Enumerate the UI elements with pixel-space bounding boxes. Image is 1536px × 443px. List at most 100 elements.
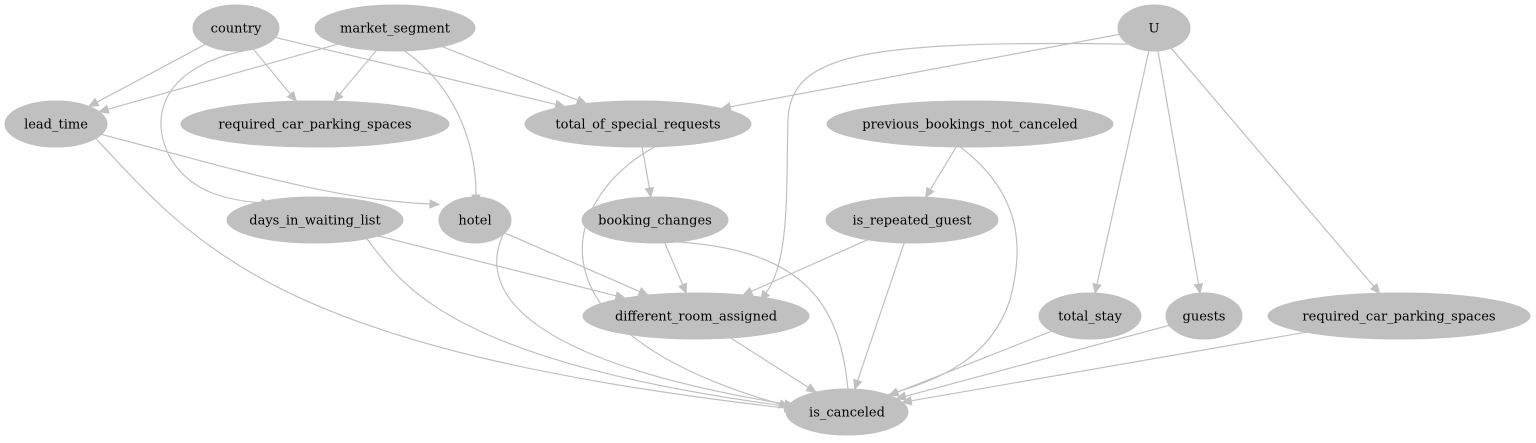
node-shape <box>1038 292 1142 340</box>
node-U[interactable]: U <box>1117 4 1191 52</box>
edge-line <box>504 232 641 293</box>
node-label: total_of_special_requests <box>555 118 720 133</box>
node-shape <box>314 4 476 52</box>
edge-country-to-required_car_parking_spaces_a <box>252 48 298 103</box>
node-label: market_segment <box>340 22 451 37</box>
node-label: guests <box>1183 310 1226 325</box>
edge-market_segment-to-total_of_special_requests <box>441 46 588 105</box>
edge-line <box>929 146 957 190</box>
edge-U-to-total_of_special_requests <box>720 33 1120 112</box>
node-label: is_canceled <box>809 406 885 421</box>
arrowhead-icon <box>286 90 298 103</box>
edge-different_room_assigned-to-is_canceled <box>730 337 817 393</box>
node-is_canceled[interactable]: is_canceled <box>785 388 909 436</box>
node-shape <box>192 4 280 52</box>
node-label: country <box>211 22 262 37</box>
node-label: different_room_assigned <box>615 310 777 325</box>
edge-line <box>879 146 1018 398</box>
edge-line <box>730 337 809 388</box>
node-label: booking_changes <box>598 214 712 229</box>
edge-line <box>664 242 684 286</box>
edge-line <box>730 33 1120 108</box>
node-label: U <box>1149 22 1160 37</box>
arrowhead-icon <box>805 383 817 393</box>
edge-is_repeated_guest-to-is_canceled <box>853 242 905 391</box>
edge-total_of_special_requests-to-is_canceled <box>581 146 790 409</box>
edge-U-to-total_stay <box>1092 50 1150 295</box>
arrowhead-icon <box>901 396 913 406</box>
arrowhead-icon <box>741 286 754 296</box>
arrowhead-icon <box>1193 282 1204 295</box>
arrowhead-icon <box>333 90 344 103</box>
node-shape <box>581 196 729 244</box>
edge-layer <box>87 33 1381 413</box>
edge-country-to-lead_time <box>87 43 206 107</box>
node-country[interactable]: country <box>192 4 280 52</box>
edge-is_repeated_guest-to-different_room_assigned <box>741 239 868 296</box>
node-shape <box>4 100 108 148</box>
edge-line <box>1170 47 1375 287</box>
node-label: is_repeated_guest <box>852 214 972 229</box>
edge-line <box>751 239 868 292</box>
node-label: lead_time <box>24 118 88 133</box>
node-guests[interactable]: guests <box>1165 292 1243 340</box>
node-total_of_special_requests[interactable]: total_of_special_requests <box>524 100 752 148</box>
node-shape <box>1267 292 1531 340</box>
edge-lead_time-to-hotel <box>101 133 441 209</box>
node-shape <box>524 100 752 148</box>
arrowhead-icon <box>644 186 654 199</box>
node-required_car_parking_spaces_a[interactable]: required_car_parking_spaces <box>180 100 450 148</box>
arrowhead-icon <box>887 387 900 397</box>
edge-line <box>1157 50 1200 285</box>
edge-line <box>95 137 786 409</box>
node-shape <box>1165 292 1243 340</box>
node-market_segment[interactable]: market_segment <box>314 4 476 52</box>
edge-U-to-guests <box>1157 50 1204 295</box>
edge-line <box>252 48 291 95</box>
arrowhead-icon <box>575 95 588 105</box>
arrowhead-icon <box>925 186 935 199</box>
edge-booking_changes-to-different_room_assigned <box>664 242 687 295</box>
node-is_repeated_guest[interactable]: is_repeated_guest <box>825 196 999 244</box>
node-label: days_in_waiting_list <box>249 214 381 229</box>
node-lead_time[interactable]: lead_time <box>4 100 108 148</box>
edge-total_of_special_requests-to-booking_changes <box>641 146 654 199</box>
arrowhead-icon <box>1369 282 1381 295</box>
node-required_car_parking_spaces_b[interactable]: required_car_parking_spaces <box>1267 292 1531 340</box>
edge-line <box>366 238 786 407</box>
node-total_stay[interactable]: total_stay <box>1038 292 1142 340</box>
edge-line <box>496 234 786 405</box>
edge-line <box>339 50 377 95</box>
node-hotel[interactable]: hotel <box>438 196 512 244</box>
edge-guests-to-is_canceled <box>895 324 1170 401</box>
node-shape <box>226 196 404 244</box>
arrowhead-icon <box>678 282 687 295</box>
node-shape <box>582 292 810 340</box>
node-previous_bookings_not_canceled[interactable]: previous_bookings_not_canceled <box>826 100 1114 148</box>
arrowhead-icon <box>87 97 100 107</box>
edge-market_segment-to-lead_time <box>98 43 339 114</box>
node-days_in_waiting_list[interactable]: days_in_waiting_list <box>226 196 404 244</box>
edge-line <box>911 331 1307 402</box>
arrowhead-icon <box>895 391 908 401</box>
edge-line <box>905 324 1170 397</box>
node-shape <box>180 100 450 148</box>
edge-U-to-different_room_assigned <box>759 42 1129 302</box>
node-shape <box>825 196 999 244</box>
edge-market_segment-to-required_car_parking_spaces_a <box>333 50 377 103</box>
arrowhead-icon <box>853 378 863 391</box>
edge-total_stay-to-is_canceled <box>887 330 1052 397</box>
node-label: required_car_parking_spaces <box>1302 310 1495 325</box>
node-booking_changes[interactable]: booking_changes <box>581 196 729 244</box>
edge-U-to-required_car_parking_spaces_b <box>1170 47 1381 295</box>
edge-days_in_waiting_list-to-different_room_assigned <box>378 235 627 301</box>
edge-line <box>765 42 1129 294</box>
node-label: previous_bookings_not_canceled <box>862 118 1077 133</box>
edge-line <box>676 241 849 391</box>
node-different_room_assigned[interactable]: different_room_assigned <box>582 292 810 340</box>
node-label: total_stay <box>1058 310 1122 325</box>
edge-previous_bookings_not_canceled-to-is_repeated_guest <box>925 146 957 199</box>
node-shape <box>1117 4 1191 52</box>
